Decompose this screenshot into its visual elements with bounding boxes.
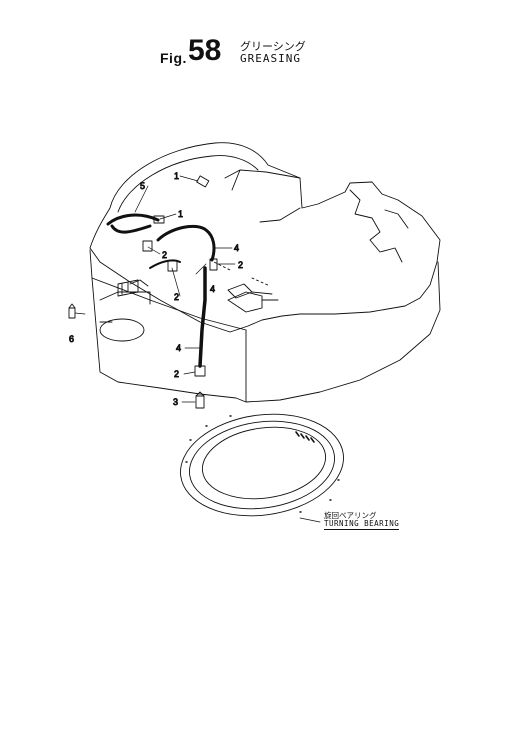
adapter-2c <box>209 258 218 271</box>
grease-pipe-lower <box>149 259 181 269</box>
frame-inner-rim <box>117 155 259 213</box>
grease-hose-upper-b <box>110 224 152 234</box>
frame-right-cutouts <box>349 189 409 263</box>
grease-port-housing <box>99 318 145 342</box>
callout-1-middle: 1 <box>178 209 183 219</box>
grease-hose-upper <box>106 213 160 226</box>
elbow-fitting-1a <box>196 175 210 188</box>
callout-4-middle: 4 <box>210 284 215 294</box>
bearing-caption-japanese: 旋回ベアリング <box>324 511 377 520</box>
bearing-inner-ring <box>201 426 327 500</box>
callout-2-right: 2 <box>238 260 243 270</box>
figure-title-english: GREASING <box>240 52 301 65</box>
switch-bracket <box>227 283 273 299</box>
frame-apron-edge <box>91 277 247 331</box>
leader-lines <box>74 175 321 523</box>
figure-number: 58 <box>188 34 222 67</box>
nipple-3 <box>195 395 205 409</box>
frame-top-detail <box>224 169 301 223</box>
frame-left-bracket <box>99 279 151 305</box>
frame-front-apron <box>89 249 441 403</box>
bearing-teeth <box>295 431 315 443</box>
frame-right-dashes <box>209 259 271 287</box>
callout-3: 3 <box>173 397 178 407</box>
figure-prefix: Fig. <box>160 50 187 66</box>
elbow-fitting-1b <box>153 215 165 224</box>
bearing-bolt-holes <box>185 415 340 513</box>
bearing-mid-ring <box>189 420 335 510</box>
callout-2-lower: 2 <box>174 292 179 302</box>
bearing-outer-ring <box>180 413 344 517</box>
figure-title-japanese: グリーシング <box>240 40 306 53</box>
turning-bearing <box>180 413 344 517</box>
callout-4-lower: 4 <box>176 343 181 353</box>
callout-1-upper: 1 <box>174 171 179 181</box>
grease-nipple-6 <box>68 307 76 319</box>
adapter-2a <box>142 240 153 252</box>
callout-2-bottom: 2 <box>174 369 179 379</box>
callout-2-left: 2 <box>162 250 167 260</box>
grease-pipe-vertical <box>198 266 207 368</box>
bearing-caption-english: TURNING BEARING <box>324 519 400 530</box>
grease-nipple-6-tip <box>68 303 76 309</box>
callout-6: 6 <box>69 334 74 344</box>
frame-step-detail <box>227 291 279 313</box>
valve-block <box>117 279 139 297</box>
callout-5: 5 <box>140 181 145 191</box>
grease-hose-arc <box>156 224 216 262</box>
callout-4-upper: 4 <box>234 243 239 253</box>
nipple-3-tip <box>195 391 205 397</box>
frame-top-outline <box>89 142 441 333</box>
adapter-2d <box>194 365 206 377</box>
